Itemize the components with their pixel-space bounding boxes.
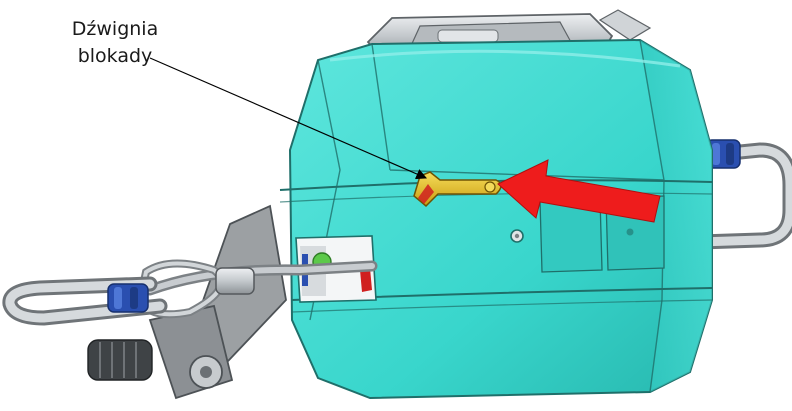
callout-line-2: blokady: [77, 45, 153, 67]
carabiner-left: [2, 276, 168, 326]
callout-label: Dźwignia blokady: [40, 16, 190, 70]
pointer-arrow: [497, 159, 661, 223]
callout-line-1: Dźwignia: [71, 18, 159, 40]
leader-line: [149, 57, 427, 180]
crank-handle: [87, 204, 287, 400]
carabiner-right: [692, 139, 792, 250]
